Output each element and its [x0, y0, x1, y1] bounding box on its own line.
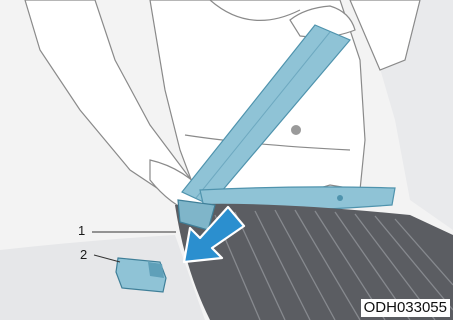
seat-cushion	[0, 235, 205, 320]
callout-2: 2	[80, 248, 87, 261]
button	[291, 125, 301, 135]
callout-1: 1	[78, 224, 85, 237]
figure-code: ODH033055	[361, 299, 450, 317]
